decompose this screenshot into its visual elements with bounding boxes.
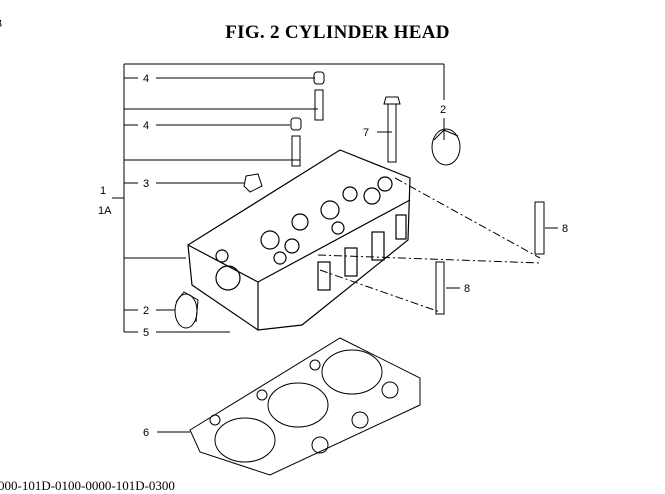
callout-8-lower: 8 — [464, 283, 470, 295]
callout-4-lower: 4 — [143, 120, 149, 132]
stud-bolt-lower — [435, 261, 445, 315]
leader-lines — [112, 63, 558, 433]
callout-1a: 1A — [98, 205, 112, 217]
callout-2-left: 2 — [143, 305, 149, 317]
callout-3: 3 — [143, 178, 149, 190]
expansion-plug-left — [174, 291, 199, 329]
callout-7: 7 — [363, 127, 369, 139]
expansion-plug-right — [431, 128, 461, 166]
valve-stem-seal-lower — [290, 117, 302, 167]
callout-5: 5 — [143, 327, 149, 339]
callout-6: 6 — [143, 427, 149, 439]
stud-bolt-right — [534, 201, 545, 255]
head-bolt — [383, 96, 401, 163]
valve-stem-seal-upper — [313, 71, 325, 121]
figure-title: FIG. 2 CYLINDER HEAD — [225, 22, 450, 43]
callout-1: 1 — [100, 185, 106, 197]
head-gasket — [189, 337, 421, 476]
plug-nut — [243, 173, 263, 193]
cylinder-head-body — [187, 149, 411, 331]
callout-4-upper: 4 — [143, 73, 149, 85]
page-number: 3 — [0, 16, 2, 31]
callout-8-right: 8 — [562, 223, 568, 235]
callout-2-right: 2 — [440, 104, 446, 116]
part-number-footer: 000-101D-0100-0000-101D-0300 — [0, 478, 175, 493]
